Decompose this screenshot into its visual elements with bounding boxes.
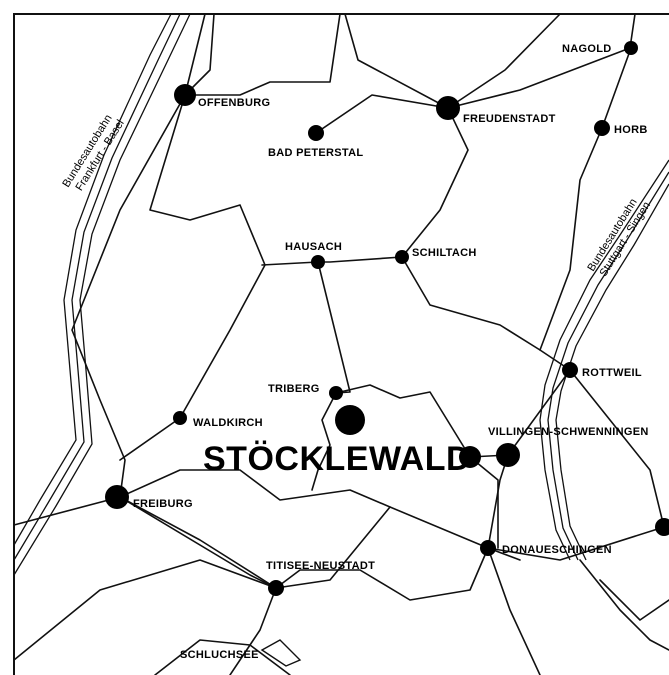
autobahn-east: [539, 159, 669, 561]
horb-marker: [594, 120, 610, 136]
stocklewald-label: STÖCKLEWALD: [203, 440, 471, 478]
schiltach-label: SCHILTACH: [412, 247, 477, 259]
offenburg-marker: [174, 84, 196, 106]
freudenstadt-marker: [436, 96, 460, 120]
east-town-marker: [655, 518, 669, 536]
freiburg-label: FREIBURG: [133, 498, 193, 510]
donaueschingen-marker: [480, 540, 496, 556]
schluchsee-lake: [260, 639, 302, 667]
horb-label: HORB: [614, 124, 648, 136]
bad-peterstal-marker: [308, 125, 324, 141]
town-markers: [105, 41, 669, 596]
rottweil-label: ROTTWEIL: [582, 367, 642, 379]
waldkirch-marker: [173, 411, 187, 425]
nagold-label: NAGOLD: [562, 43, 611, 55]
rottweil-marker: [562, 362, 578, 378]
freudenstadt-label: FREUDENSTADT: [463, 113, 556, 125]
villingen-schwenningen-label: VILLINGEN-SCHWENNINGEN: [488, 426, 649, 438]
hausach-marker: [311, 255, 325, 269]
villingen-schwenningen-marker: [496, 443, 520, 467]
triberg-marker: [329, 386, 343, 400]
map-frame: [13, 13, 669, 675]
offenburg-label: OFFENBURG: [198, 97, 270, 109]
waldkirch-label: WALDKIRCH: [193, 417, 263, 429]
donaueschingen-label: DONAUESCHINGEN: [502, 544, 612, 556]
road-network: [13, 13, 669, 675]
stocklewald-marker: [335, 405, 365, 435]
titisee-neustadt-marker: [268, 580, 284, 596]
autobahn-west: [13, 13, 191, 576]
triberg-label: TRIBERG: [268, 383, 320, 395]
titisee-neustadt-label: TITISEE-NEUSTADT: [266, 560, 375, 572]
nagold-marker: [624, 41, 638, 55]
schiltach-marker: [395, 250, 409, 264]
schluchsee-label: SCHLUCHSEE: [180, 649, 259, 661]
town-labels: NAGOLD OFFENBURG FREUDENSTADT HORB BAD P…: [133, 43, 649, 661]
autobahn-east-label: Bundesautobahn Stuttgart - Singen: [585, 197, 653, 279]
freiburg-marker: [105, 485, 129, 509]
bad-peterstal-label: BAD PETERSTAL: [268, 147, 363, 159]
stocklewald-marker-2: [459, 446, 481, 468]
hausach-label: HAUSACH: [285, 241, 342, 253]
